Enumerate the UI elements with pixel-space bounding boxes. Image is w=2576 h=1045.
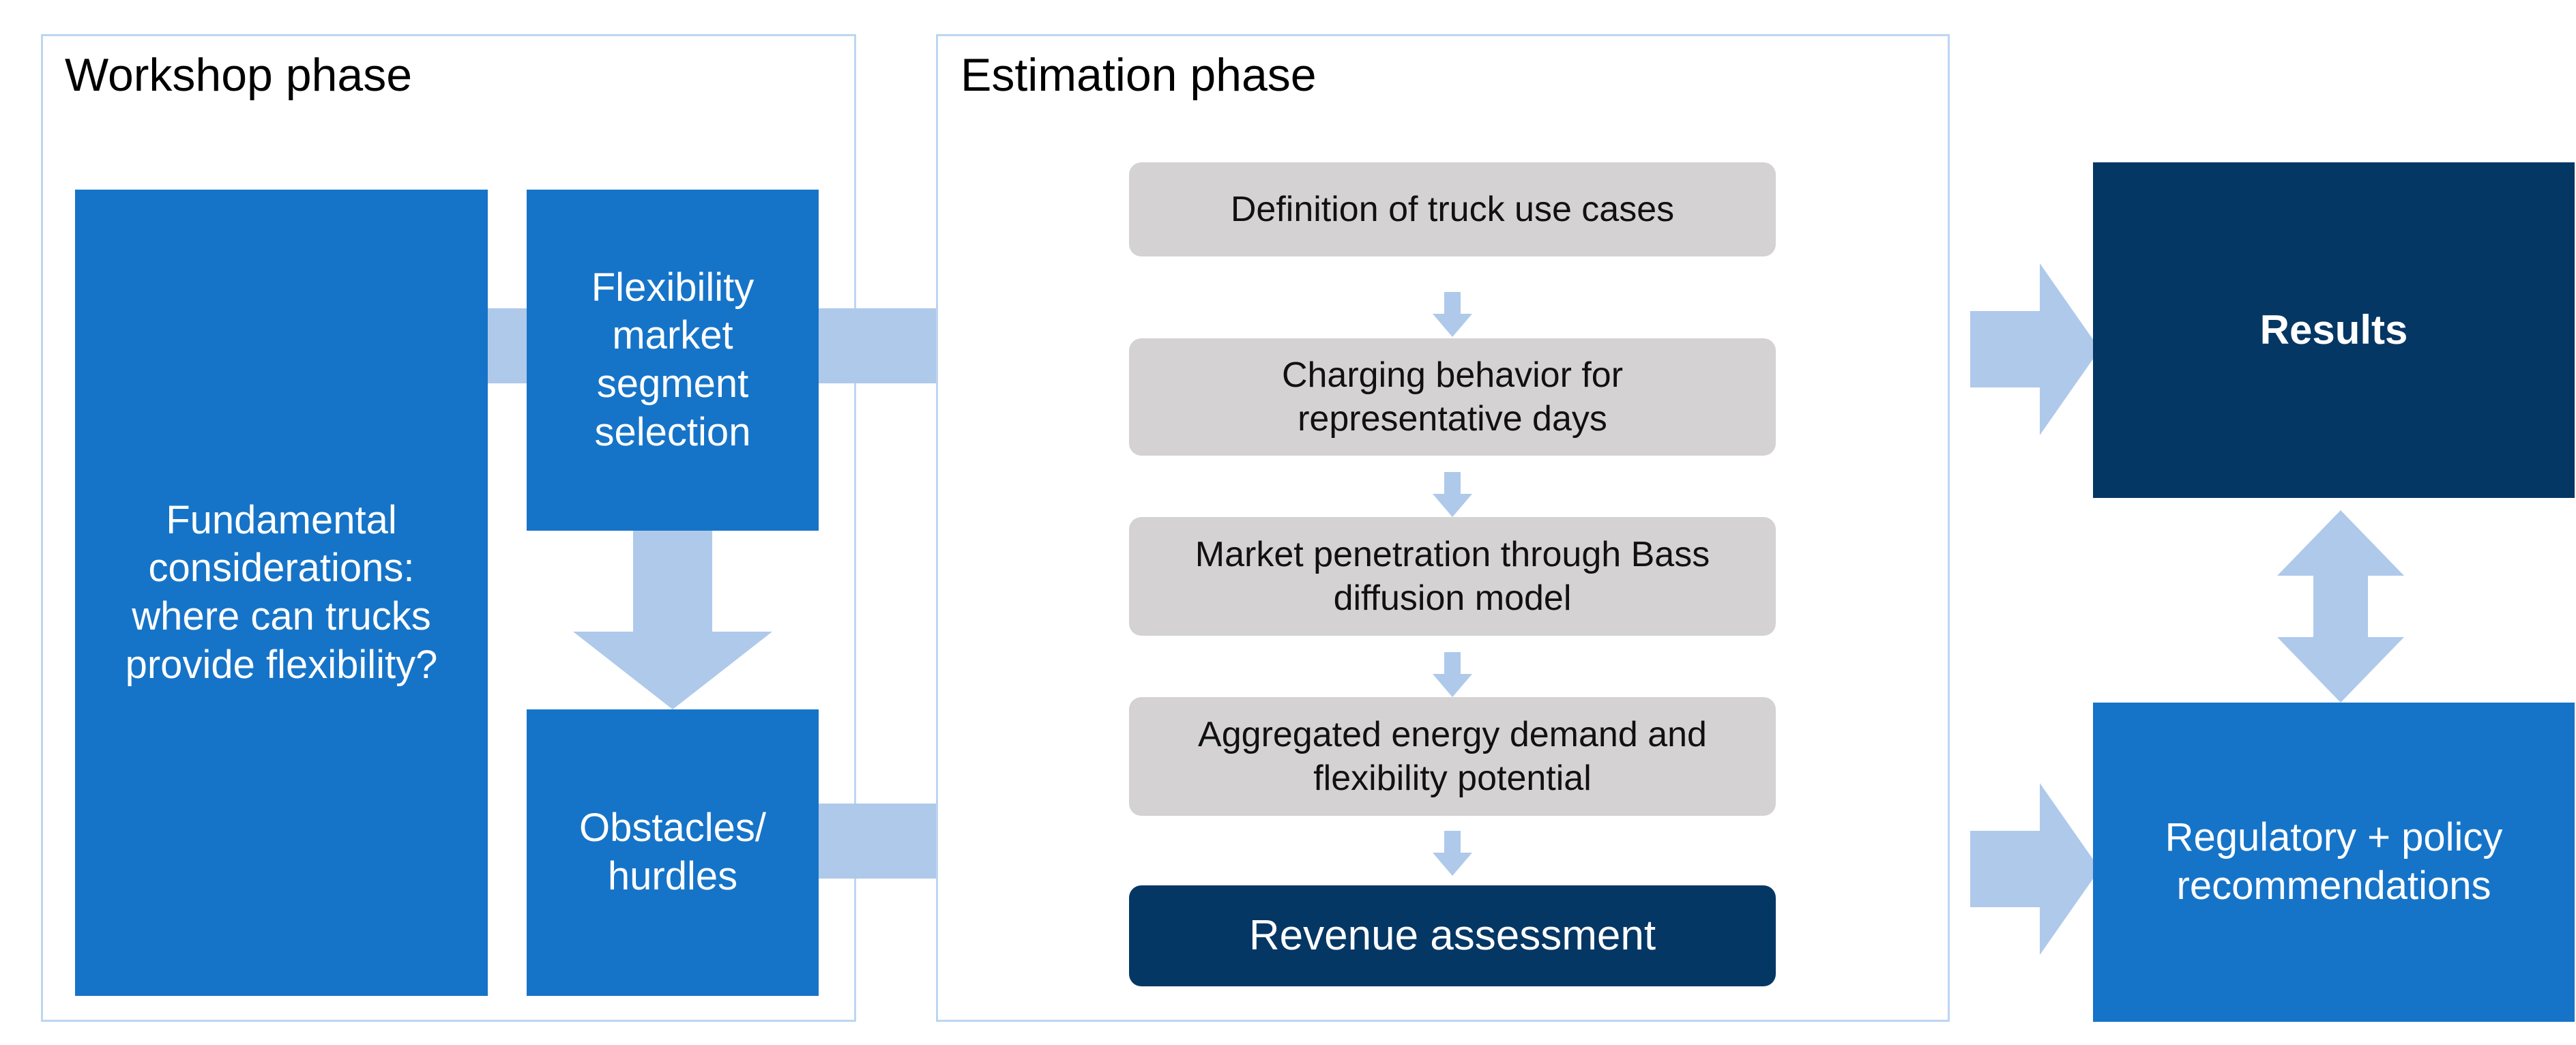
step-label-4: Aggregated energy demand and flexibility… — [1198, 714, 1707, 798]
box-flexibility-label: Flexibility market segment selection — [591, 265, 755, 454]
box-fundamental-considerations-label: Fundamental considerations: where can tr… — [125, 497, 438, 687]
step-label-2: Charging behavior for representative day… — [1281, 355, 1624, 439]
arrow-estimation-to-results — [1970, 263, 2100, 435]
arrow-estimation-to-recommendations — [1970, 783, 2100, 955]
arrow-step-3-to-4 — [1433, 652, 1472, 697]
arrow-step-2-to-3 — [1433, 472, 1472, 517]
step-box-aggregated-energy-demand[interactable]: Aggregated energy demand and flexibility… — [1129, 697, 1776, 816]
box-recommendations-label: Regulatory + policy recommendations — [2165, 815, 2503, 908]
step-label-1: Definition of truck use cases — [1230, 189, 1675, 229]
box-flexibility-market-segment-selection[interactable]: Flexibility market segment selection — [527, 190, 819, 531]
step-label-5: Revenue assessment — [1248, 912, 1656, 960]
step-box-revenue-assessment[interactable]: Revenue assessment — [1129, 885, 1776, 986]
step-box-charging-behavior[interactable]: Charging behavior for representative day… — [1129, 338, 1776, 456]
step-box-market-penetration[interactable]: Market penetration through Bass diffusio… — [1129, 517, 1776, 636]
arrow-flexibility-to-obstacles — [573, 531, 772, 709]
step-label-3: Market penetration through Bass diffusio… — [1195, 534, 1710, 618]
estimation-phase-title: Estimation phase — [961, 49, 1317, 101]
box-obstacles-hurdles[interactable]: Obstacles/ hurdles — [527, 709, 819, 996]
box-fundamental-considerations[interactable]: Fundamental considerations: where can tr… — [75, 190, 488, 996]
arrow-step-1-to-2 — [1433, 292, 1472, 337]
box-obstacles-label: Obstacles/ hurdles — [579, 806, 766, 898]
box-regulatory-policy-recommendations[interactable]: Regulatory + policy recommendations — [2093, 703, 2575, 1022]
box-results[interactable]: Results — [2093, 162, 2575, 498]
box-results-label: Results — [2259, 307, 2408, 353]
arrow-results-recommendations-bidirectional — [2277, 510, 2404, 703]
arrow-step-4-to-5 — [1433, 831, 1472, 876]
workshop-phase-title: Workshop phase — [65, 49, 413, 101]
step-box-definition-of-truck-use-cases[interactable]: Definition of truck use cases — [1129, 162, 1776, 256]
